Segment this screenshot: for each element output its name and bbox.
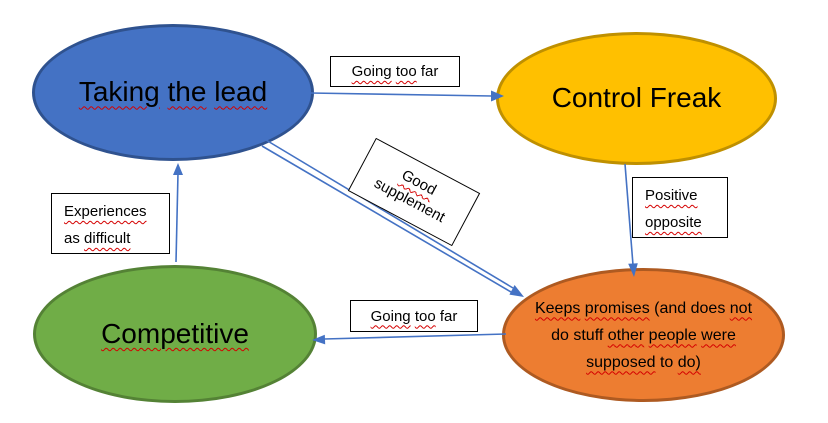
node-keeps-promises: Keeps promises (and does not do stuff ot…	[502, 268, 785, 402]
edge-label-going-too-far-top-text: Going too far	[351, 63, 439, 80]
node-keeps-promises-line2: do stuff other people were	[551, 326, 736, 344]
edge-label-going-too-far-bottom-text: Going too far	[370, 307, 458, 325]
arrow-controlfreak-to-keepspromises	[624, 163, 638, 277]
edge-label-positive-opposite: Positive opposite	[632, 177, 728, 238]
edge-label-positive-opposite-line2: opposite	[645, 214, 702, 231]
arrow-lead-to-controlfreak	[309, 90, 504, 102]
node-taking-the-lead-label: Taking the lead	[78, 76, 268, 108]
node-competitive: Competitive	[33, 265, 317, 403]
node-taking-the-lead: Taking the lead	[32, 24, 314, 161]
arrow-lead-to-keepspromises	[261, 139, 524, 297]
node-competitive-label: Competitive	[101, 317, 249, 349]
edge-label-experiences-as-difficult: Experiences as difficult	[51, 193, 170, 254]
edge-label-experiences-line1: Experiences	[64, 203, 147, 220]
arrow-keepspromises-to-competitive	[312, 333, 507, 345]
node-keeps-promises-line1: Keeps promises (and does not	[534, 299, 753, 317]
node-control-freak-label: Control Freak	[551, 82, 722, 114]
edge-label-experiences-line2: as difficult	[64, 230, 131, 247]
arrow-competitive-to-lead	[173, 163, 183, 263]
node-keeps-promises-line3: supposed to do)	[586, 353, 701, 371]
edge-label-going-too-far-bottom: Going too far	[350, 300, 478, 332]
edge-label-positive-opposite-line1: Positive	[645, 187, 698, 204]
edge-label-going-too-far-top: Going too far	[330, 56, 460, 87]
node-keeps-promises-label: Keeps promises (and does not do stuff ot…	[535, 295, 752, 376]
